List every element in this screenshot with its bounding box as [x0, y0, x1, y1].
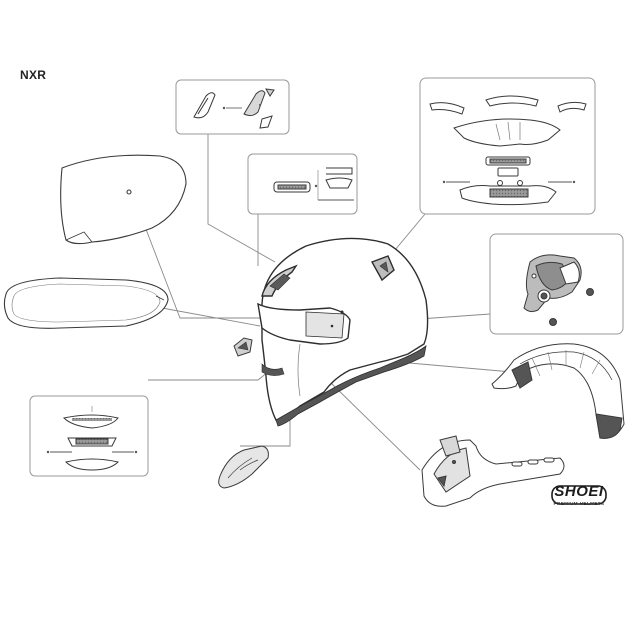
callout-spoiler — [419, 77, 596, 215]
leader-line-side-cover — [207, 134, 276, 263]
leader-line-pinlock — [161, 307, 261, 327]
leader-line-cheek-pad — [329, 381, 421, 471]
center-pad-icon — [491, 343, 625, 439]
callout-chin-vent — [29, 395, 149, 477]
leader-line-center-pad — [397, 361, 513, 373]
chin-vent-icon — [46, 406, 138, 471]
rear-spoiler-icon — [429, 95, 587, 206]
helmet-shell — [257, 237, 429, 427]
brand-badge — [551, 485, 607, 505]
visor-shield-icon — [60, 154, 187, 245]
cheek-pad-icon — [421, 435, 565, 507]
callout-side-cover — [175, 79, 290, 135]
leader-line-chin-vent — [148, 371, 269, 381]
brand-tagline: PREMIUM HELMETS — [553, 501, 605, 506]
callout-boxes — [29, 77, 624, 477]
breath-guard-icon — [218, 445, 269, 489]
model-label: NXR — [20, 68, 47, 82]
base-plate-icon — [523, 254, 594, 326]
top-vent-icon — [273, 167, 354, 201]
leader-lines — [143, 134, 513, 471]
brand-logo: SHOEI PREMIUM HELMETS — [548, 483, 610, 506]
pinlock-insert-icon — [3, 277, 169, 329]
leader-line-shield — [143, 223, 260, 319]
side-cover-icon — [193, 88, 275, 129]
brand-name: SHOEI — [554, 483, 604, 500]
chin-curtain-icon — [233, 337, 253, 357]
